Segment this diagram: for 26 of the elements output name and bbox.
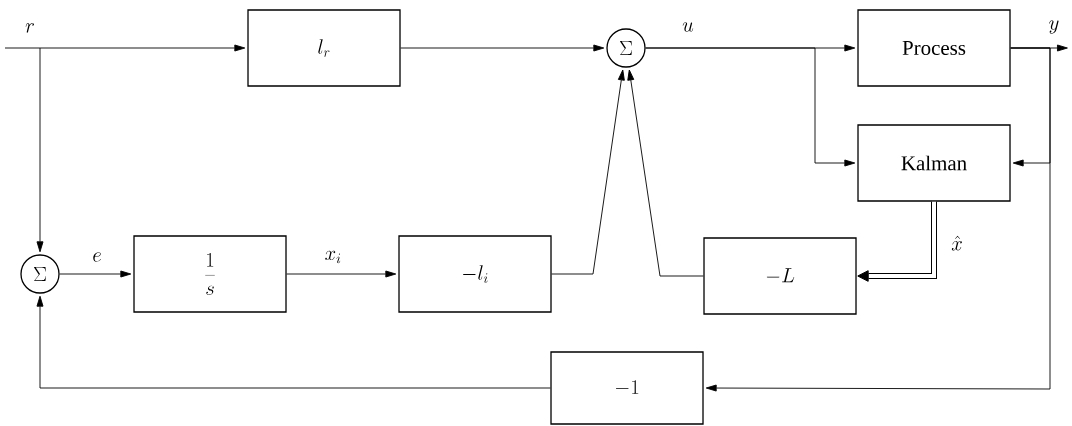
block-box: $-L$ <box>703 237 857 315</box>
block-box: $-1$ <box>550 351 704 425</box>
sum-junction: $\Sigma$ <box>606 28 646 68</box>
block-box: $-l_i$ <box>398 235 552 313</box>
block-box: $l_r$ <box>247 9 401 87</box>
edge-label: $x_i$ <box>325 250 341 264</box>
sum-junction: $\Sigma$ <box>20 254 60 294</box>
arrow <box>857 201 937 282</box>
edge-label: $u$ <box>682 22 694 32</box>
arrow <box>705 47 1051 392</box>
arrow <box>645 47 856 167</box>
edge-label: $\hat{x}$ <box>951 235 962 251</box>
block-box: Process <box>857 9 1011 87</box>
arrow <box>551 69 625 275</box>
arrow <box>36 295 551 389</box>
arrow <box>36 47 44 253</box>
edge-label: $r$ <box>25 23 34 33</box>
arrow <box>627 69 704 277</box>
block-box: Kalman <box>857 124 1011 202</box>
edge-label: $y$ <box>1049 20 1059 34</box>
arrow <box>59 270 132 278</box>
edge-label: $e$ <box>93 252 101 262</box>
arrow <box>400 44 605 52</box>
arrow <box>286 270 397 278</box>
arrow <box>4 44 246 52</box>
block-box: $\frac{1}{s}$ <box>133 235 287 313</box>
